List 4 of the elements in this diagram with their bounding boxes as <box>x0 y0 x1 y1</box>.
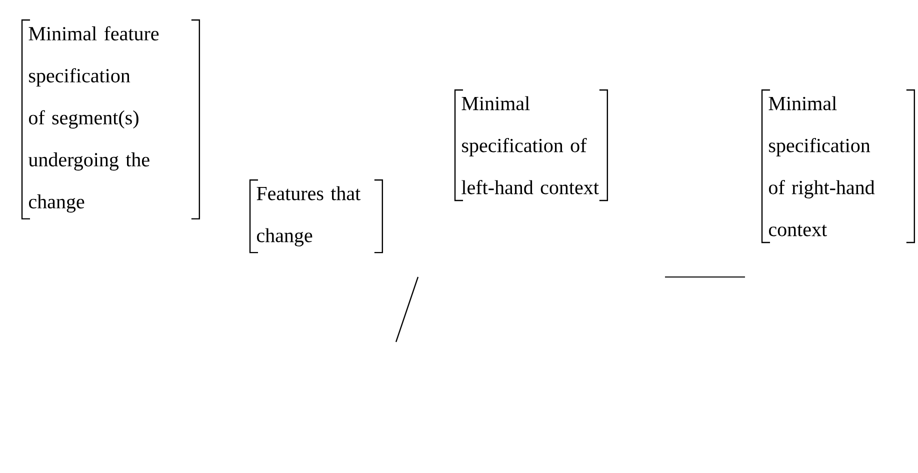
bracketed-text: Minimal specification of right-hand context <box>761 89 915 244</box>
bracketed-text: Features that change <box>249 179 383 254</box>
bracketed-text: Minimal specification of left-hand context <box>454 89 608 202</box>
bracketed-text: Minimal feature specification of segment(s) undergoing the change <box>21 19 200 220</box>
